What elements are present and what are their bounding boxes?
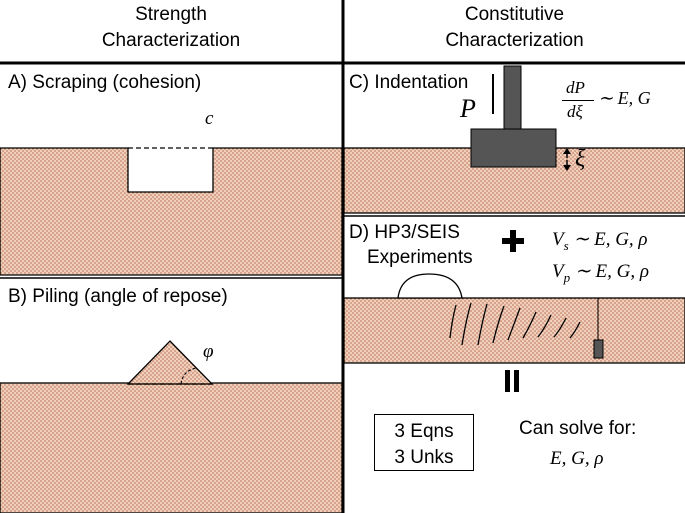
indentation-relation: dP dξ ∼ E, G	[560, 78, 680, 124]
vp-rhs: ∼ E, G, ρ	[570, 261, 649, 282]
plus-vertical	[510, 230, 516, 252]
solve-variables: E, G, ρ	[550, 448, 604, 469]
left-header-line1: Strength	[135, 4, 207, 25]
force-symbol: P	[460, 94, 476, 123]
indenter-shaft	[503, 65, 522, 131]
equals-bar-right	[514, 370, 519, 392]
pile-triangle	[126, 340, 214, 385]
vs-subscript: s	[563, 237, 569, 253]
seismometer-dome	[397, 273, 463, 299]
panel-d-label-line2: Experiments	[367, 247, 473, 268]
panel-b-label: B) Piling (angle of repose)	[8, 286, 228, 307]
cohesion-symbol: c	[205, 108, 214, 129]
relation-fraction-bar	[562, 100, 594, 102]
vs-relation: Vs ∼ E, G, ρ	[552, 228, 648, 254]
displacement-symbol: ξ	[575, 146, 586, 172]
heat-probe	[593, 339, 604, 359]
right-header-line2: Characterization	[445, 30, 584, 51]
soil-panel-a	[0, 147, 343, 276]
right-header-line1: Constitutive	[464, 4, 565, 25]
relation-rhs: ∼ E, G	[598, 88, 651, 108]
indenter-foot	[470, 128, 557, 168]
relation-numerator: dP	[566, 78, 585, 97]
vp-symbol: V	[552, 261, 564, 282]
equals-bar-left	[505, 370, 510, 392]
right-header: Constitutive Characterization	[344, 2, 685, 54]
vp-relation: Vp ∼ E, G, ρ	[552, 260, 649, 286]
vs-symbol: V	[552, 229, 564, 250]
solve-label: Can solve for:	[519, 418, 637, 439]
equations-box: 3 Eqns 3 Unks	[374, 414, 474, 471]
equations-count: 3 Eqns	[394, 421, 454, 442]
seismic-wavefronts	[449, 302, 581, 346]
soil-panel-b	[0, 382, 343, 513]
relation-denominator: dξ	[567, 102, 583, 121]
panel-d-label-line1: D) HP3/SEIS	[349, 222, 460, 243]
panel-a-label: A) Scraping (cohesion)	[8, 72, 202, 93]
left-header: Strength Characterization	[0, 2, 342, 54]
repose-angle-symbol: φ	[203, 341, 214, 362]
left-header-line2: Characterization	[101, 30, 241, 51]
vs-rhs: ∼ E, G, ρ	[568, 229, 648, 250]
repose-angle-arc	[180, 367, 198, 385]
soil-panel-d	[343, 297, 685, 364]
vp-subscript: p	[563, 269, 571, 285]
unknowns-count: 3 Unks	[394, 447, 454, 468]
panel-c-label: C) Indentation	[349, 72, 469, 93]
